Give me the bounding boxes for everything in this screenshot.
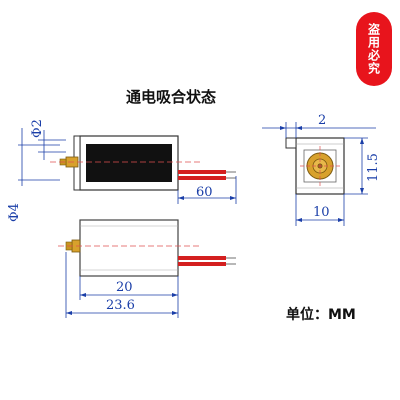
dim-11-5: 11.5: [366, 153, 381, 182]
w10-arrow-right: [338, 218, 344, 222]
dim-2: 2: [318, 113, 326, 128]
red-wire-4: [178, 262, 226, 266]
red-wire-2: [178, 176, 226, 180]
end-tab: [285, 137, 297, 149]
len236-arrow-left: [66, 311, 72, 315]
len20-arrow-left: [80, 293, 86, 297]
width2-arrow-left: [280, 126, 286, 130]
dim-10: 10: [313, 205, 330, 220]
dim-20: 20: [116, 280, 133, 295]
seal-text: 盗用必究: [366, 23, 381, 75]
unit-label: 单位：MM: [286, 307, 356, 323]
coil-winding: [86, 144, 172, 182]
len60-arrow-left: [178, 196, 184, 200]
anti-theft-seal: 盗用必究: [356, 12, 392, 86]
h115-arrow-bottom: [360, 188, 364, 194]
body-outline: [79, 219, 179, 277]
dim-phi2: Φ2: [30, 119, 45, 138]
w10-arrow-left: [296, 218, 302, 222]
h115-arrow-top: [360, 138, 364, 144]
dim-phi4: Φ4: [7, 203, 22, 222]
top-view: Φ2 Φ4 60: [7, 119, 237, 222]
len236-arrow-right: [172, 311, 178, 315]
bottom-view: 20 23.6: [58, 219, 236, 318]
dim-23-6: 23.6: [106, 298, 135, 313]
diagram-title: 通电吸合状态: [126, 88, 217, 106]
len60-arrow-right: [230, 196, 236, 200]
end-view: 2 11.5 10: [262, 113, 381, 226]
len20-arrow-right: [172, 293, 178, 297]
dim-60: 60: [196, 185, 213, 200]
red-wire-1: [178, 170, 226, 174]
width2-arrow-right: [296, 126, 302, 130]
red-wire-3: [178, 256, 226, 260]
